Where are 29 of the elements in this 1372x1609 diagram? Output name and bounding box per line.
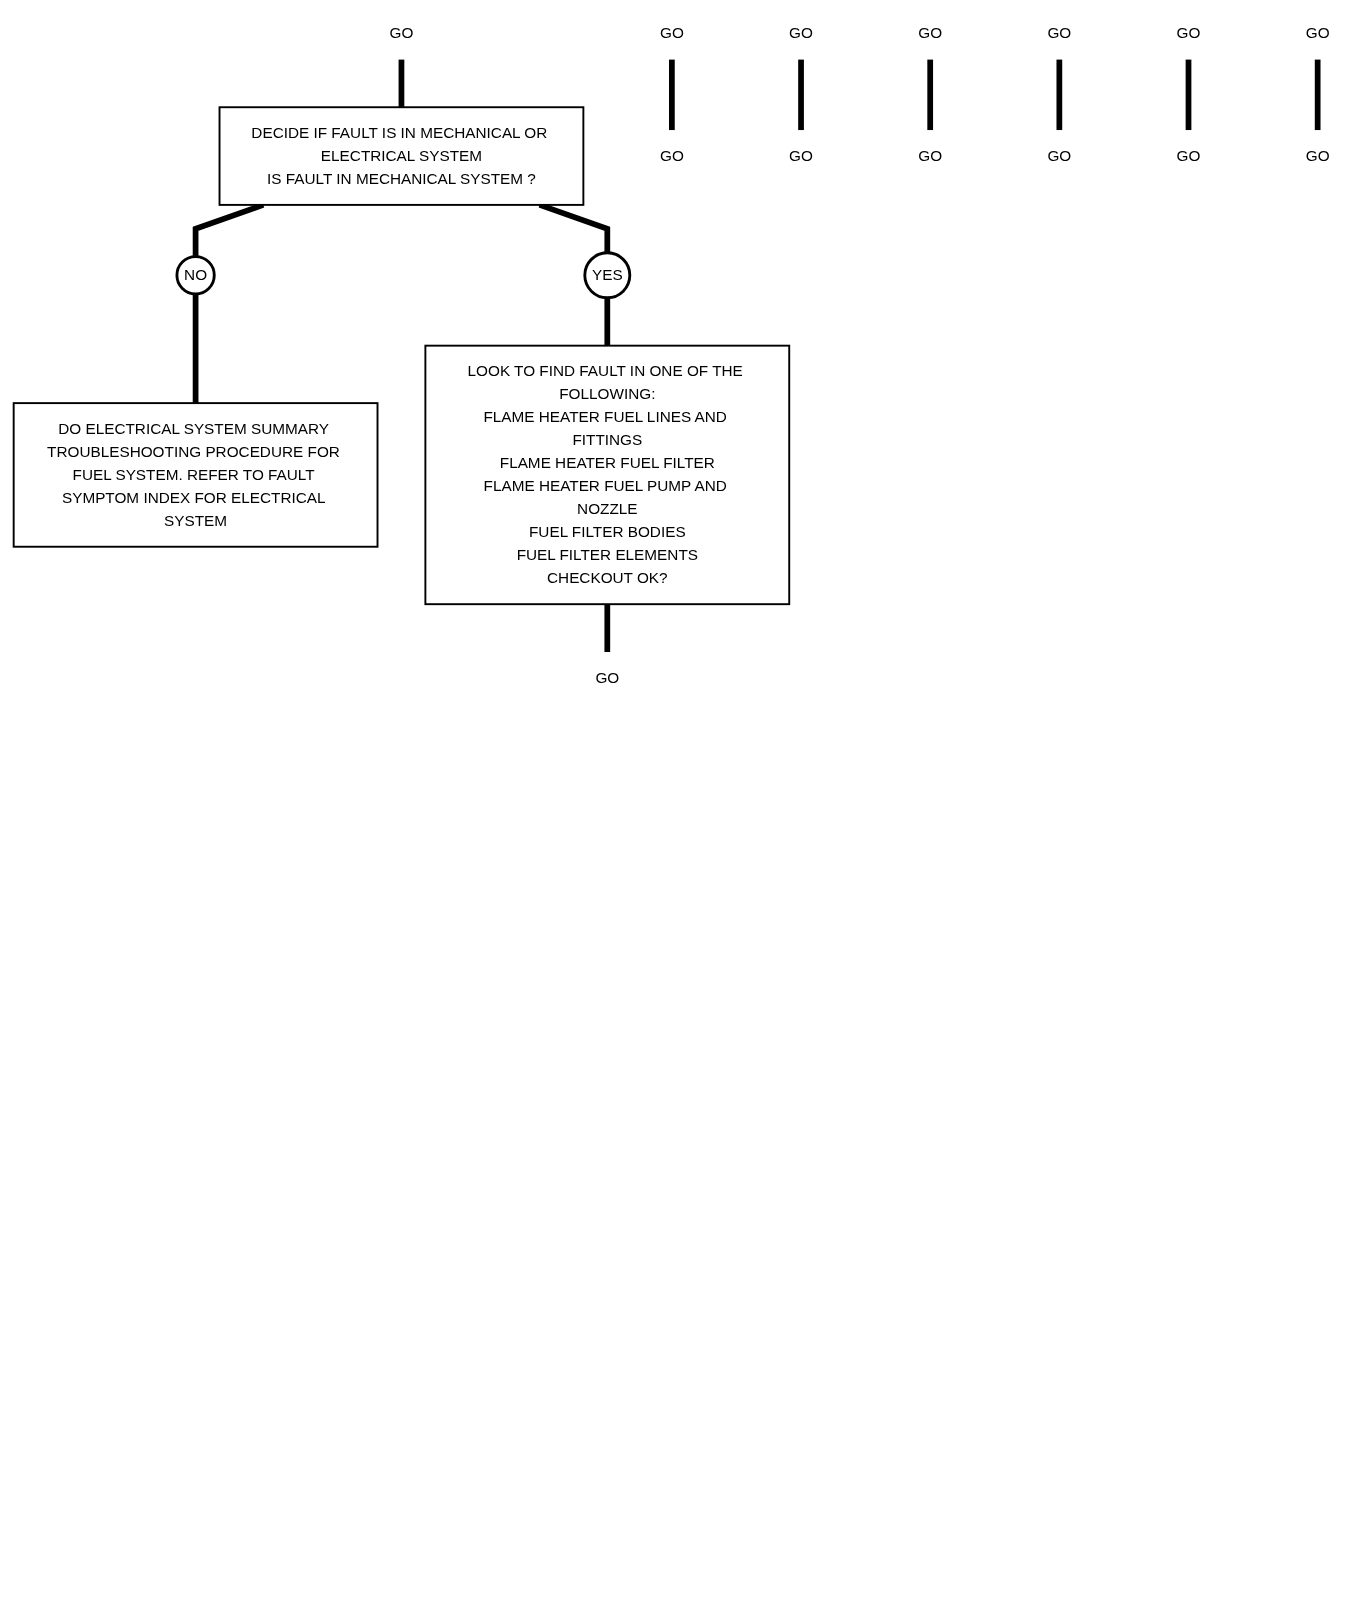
node-text: GO	[918, 24, 943, 42]
node-text: GO	[918, 147, 943, 164]
node-text: GO	[659, 147, 684, 164]
connector	[1185, 59, 1192, 131]
connector	[398, 59, 405, 108]
node-text: GO	[1047, 147, 1072, 164]
node-text: GO	[595, 669, 620, 686]
node-text: GO	[1305, 147, 1330, 164]
connector	[1314, 59, 1321, 131]
node-text: GO	[389, 24, 414, 42]
connector	[192, 293, 199, 404]
connector	[1056, 59, 1063, 131]
node-text: GO	[789, 24, 813, 42]
node-circle: NO	[175, 255, 216, 296]
connector	[604, 297, 611, 346]
connector	[669, 59, 675, 131]
node-text: GO	[1305, 24, 1330, 42]
node-box: DECIDE IF FAULT IS IN MECHANICAL OR ELECTRICAL SYSTEM IS FAULT IN MECHANICAL SYSTEM ?	[218, 106, 585, 206]
connector	[798, 59, 804, 131]
node-text: GO	[789, 147, 813, 164]
connector	[604, 604, 611, 653]
node-text: GO	[659, 24, 684, 42]
node-circle: YES	[583, 251, 632, 300]
connector	[927, 59, 934, 131]
node-text: GO	[1047, 24, 1072, 42]
node-text: GO	[1176, 147, 1201, 164]
node-box: LOOK TO FIND FAULT IN ONE OF THE FOLLOWING: FLAME HEATER FUEL LINES AND FITTINGS FLAME HEATER FUEL FILTER FLAME HEATER FUEL PUMP AND NOZZLE FUEL FILTER BODIES FUEL FILTER ELEMENTS CHECKOUT OK?	[424, 344, 791, 606]
node-box: DO ELECTRICAL SYSTEM SUMMARY TROUBLESHOOTING PROCEDURE FOR FUEL SYSTEM. REFER TO FAULT SYMPTOM INDEX FOR ELECTRICAL SYSTEM	[12, 402, 379, 548]
node-text: GO	[1176, 24, 1201, 42]
